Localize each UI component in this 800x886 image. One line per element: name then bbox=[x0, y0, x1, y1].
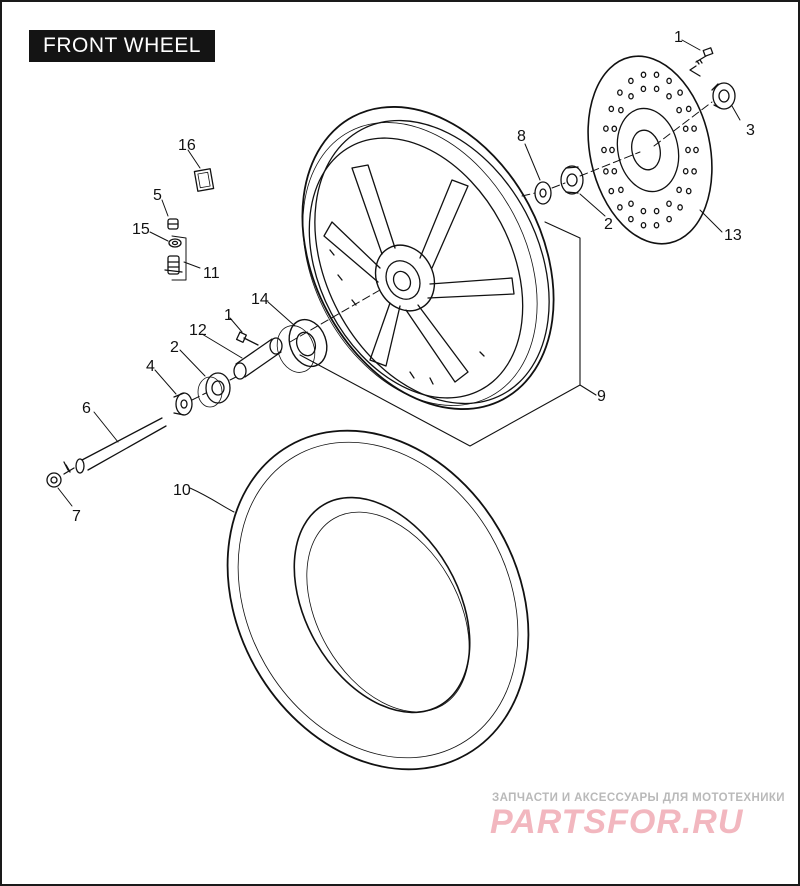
rotor-hole bbox=[685, 146, 691, 154]
watermark-brand: PARTSFOR.RU bbox=[490, 803, 744, 841]
callout-12: 12 bbox=[189, 322, 207, 339]
brake-rotor bbox=[587, 55, 713, 245]
rotor-hole bbox=[617, 89, 623, 96]
rotor-holes bbox=[601, 71, 699, 229]
bearing-left bbox=[197, 372, 231, 408]
collar bbox=[711, 82, 736, 110]
callout-13: 13 bbox=[724, 227, 742, 244]
callout-7: 7 bbox=[72, 508, 81, 525]
rotor-hole bbox=[611, 125, 618, 133]
rotor-hole bbox=[666, 77, 672, 85]
rotor-hole bbox=[676, 106, 682, 114]
callout-1-left: 1 bbox=[224, 307, 233, 324]
rotor-hole bbox=[682, 125, 689, 133]
axle bbox=[63, 417, 167, 475]
axis-lines-left bbox=[191, 289, 381, 401]
wheel bbox=[301, 106, 555, 410]
callout-2-right: 2 bbox=[604, 216, 613, 233]
hub-screw bbox=[235, 331, 259, 346]
callout-8: 8 bbox=[517, 128, 526, 145]
rotor-hole bbox=[618, 186, 624, 194]
rotor-hole bbox=[666, 215, 672, 223]
valve-nut bbox=[168, 238, 182, 248]
rotor-hole bbox=[640, 221, 647, 229]
page-title: FRONT WHEEL bbox=[29, 30, 215, 62]
leader-lines bbox=[57, 39, 741, 513]
callout-15: 15 bbox=[132, 221, 150, 238]
callout-6: 6 bbox=[82, 400, 91, 417]
rotor-hole bbox=[653, 207, 660, 215]
rotor-hole bbox=[676, 186, 682, 194]
rotor-hole bbox=[682, 167, 689, 175]
axis-lines-right bbox=[521, 101, 713, 197]
rotor-hole bbox=[608, 105, 615, 113]
rotor-hole bbox=[628, 215, 634, 223]
callout-14: 14 bbox=[251, 291, 269, 308]
callout-5: 5 bbox=[153, 187, 162, 204]
rotor-hole bbox=[691, 125, 697, 132]
rotor-hole bbox=[653, 221, 660, 229]
callout-4: 4 bbox=[146, 358, 155, 375]
rotor-hole bbox=[640, 85, 647, 93]
callout-9: 9 bbox=[597, 388, 606, 405]
rotor-hole bbox=[666, 93, 672, 100]
rotor-hole bbox=[653, 85, 660, 93]
axle-spacer bbox=[233, 337, 283, 380]
rotor-hole bbox=[603, 168, 609, 175]
axle-collar bbox=[173, 392, 193, 416]
rotor-hole bbox=[618, 106, 624, 114]
valve-stem bbox=[164, 255, 183, 275]
rotor-hole bbox=[609, 146, 615, 154]
bearing-right bbox=[560, 165, 584, 195]
rotor-hole bbox=[677, 89, 683, 96]
leader-9 bbox=[299, 221, 597, 447]
rotor-hole bbox=[603, 125, 609, 132]
rotor-hole bbox=[691, 168, 697, 175]
callout-3: 3 bbox=[746, 122, 755, 139]
rotor-hole bbox=[640, 71, 647, 79]
rotor-hole bbox=[617, 204, 623, 211]
tire bbox=[226, 429, 530, 771]
callout-numbers: 1 3 8 2 13 16 5 15 11 14 1 12 2 4 6 7 9 … bbox=[72, 29, 755, 525]
rotor-hole bbox=[677, 204, 683, 211]
hub-cover-plate bbox=[276, 318, 328, 373]
rotor-hole bbox=[608, 187, 615, 195]
spacer-washer bbox=[534, 181, 552, 205]
axle-nut bbox=[46, 472, 62, 488]
rotor-hole bbox=[693, 146, 699, 154]
rotor-screw bbox=[689, 47, 714, 77]
decal bbox=[193, 168, 215, 192]
callout-16: 16 bbox=[178, 137, 196, 154]
rotor-hole bbox=[685, 187, 692, 195]
rotor-hole bbox=[653, 71, 660, 79]
callout-11: 11 bbox=[203, 265, 220, 282]
rotor-hole bbox=[685, 105, 692, 113]
callout-10: 10 bbox=[173, 482, 191, 499]
watermark-tagline: ЗАПЧАСТИ И АКСЕССУАРЫ ДЛЯ МОТОТЕХНИКИ bbox=[492, 792, 785, 804]
callout-1-top: 1 bbox=[674, 29, 683, 46]
rotor-hole bbox=[628, 93, 634, 100]
rotor-hole bbox=[601, 146, 607, 154]
rotor-hole bbox=[628, 200, 634, 207]
rotor-hole bbox=[666, 200, 672, 207]
rotor-hole bbox=[611, 167, 618, 175]
valve-cap bbox=[167, 218, 179, 230]
callout-2-left: 2 bbox=[170, 339, 179, 356]
rotor-hole bbox=[628, 77, 634, 85]
rotor-hole bbox=[640, 207, 647, 215]
